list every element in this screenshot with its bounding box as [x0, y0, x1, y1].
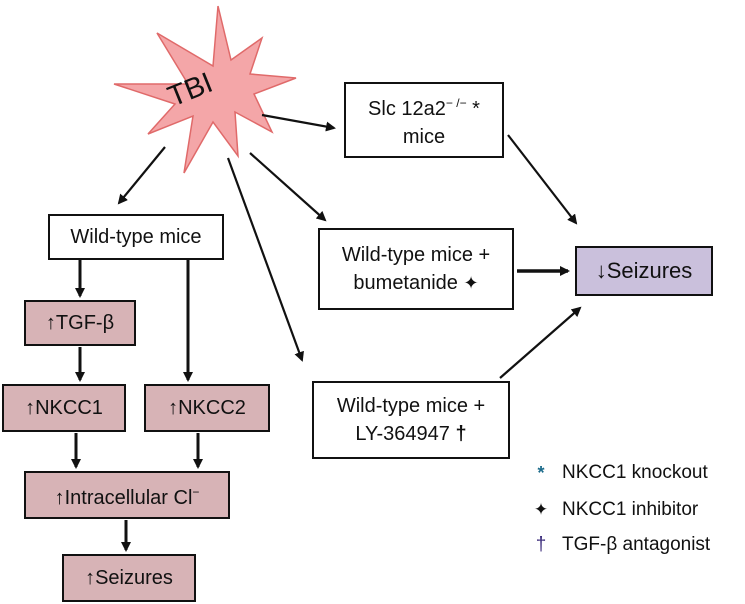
intracellular-line: ↑Intracellular Cl−	[55, 478, 200, 512]
wild-type-ly364947-box: Wild-type mice + LY-364947 †	[312, 381, 510, 459]
decreased-seizures-box: ↓Seizures	[575, 246, 713, 296]
wt-bum-line-1: Wild-type mice +	[341, 244, 491, 266]
four-point-star-icon: ✦	[463, 273, 479, 293]
slc-line-2: mice	[402, 126, 446, 148]
tbi-burst-star	[113, 5, 297, 174]
tgf-beta-label: ↑TGF-β	[45, 312, 115, 334]
increased-seizures-box: ↑Seizures	[62, 554, 196, 602]
slc-superscript: − /−	[445, 96, 467, 110]
intracellular-chloride-box: ↑Intracellular Cl−	[24, 471, 230, 519]
nkcc1-label: ↑NKCC1	[25, 397, 103, 419]
legend-label: TGF-β antagonist	[562, 534, 711, 555]
slc-gene-name: Slc 12a2	[368, 98, 446, 120]
wt-bum-line-2: bumetanide ✦	[353, 269, 478, 297]
asterisk-icon: *	[472, 98, 480, 120]
increased-seizures-label: ↑Seizures	[85, 567, 173, 589]
arrow-ly-to-seizures	[499, 306, 582, 379]
legend-label: NKCC1 knockout	[562, 462, 708, 483]
wt-ly-line-1: Wild-type mice +	[336, 395, 486, 417]
wild-type-mice-box: Wild-type mice	[48, 214, 224, 260]
arrow-tbi-to-wt-ly	[226, 157, 304, 362]
legend-item-inhibitor: ✦ NKCC1 inhibitor	[530, 497, 698, 523]
wild-type-bumetanide-box: Wild-type mice + bumetanide ✦	[318, 228, 514, 310]
arrow-tbi-to-wt-bum	[249, 152, 327, 222]
slc-line-1: Slc 12a2− /− *	[368, 89, 480, 123]
dagger-icon: †	[455, 423, 467, 445]
arrow-tbi-to-slc	[261, 113, 336, 132]
chloride-charge: −	[192, 485, 200, 499]
intracellular-label: ↑Intracellular Cl	[54, 487, 193, 509]
legend-item-antagonist: † TGF-β antagonist	[530, 532, 711, 558]
asterisk-icon: *	[537, 462, 545, 483]
wt-ly-line-2: LY-364947 †	[355, 420, 466, 448]
arrow-slc-to-seizures	[507, 134, 578, 225]
nkcc2-box: ↑NKCC2	[144, 384, 270, 432]
dagger-icon: †	[535, 534, 547, 555]
legend-item-knockout: * NKCC1 knockout	[530, 460, 708, 486]
slc12a2-knockout-box: Slc 12a2− /− * mice	[344, 82, 504, 158]
four-point-star-icon: ✦	[533, 500, 549, 519]
decreased-seizures-label: ↓Seizures	[595, 258, 693, 283]
ly364947-label: LY-364947	[355, 423, 450, 445]
arrow-tbi-to-wt-left	[117, 146, 166, 205]
wild-type-label: Wild-type mice	[70, 226, 202, 248]
legend-label: NKCC1 inhibitor	[562, 499, 699, 520]
bumetanide-label: bumetanide	[353, 272, 458, 294]
nkcc1-box: ↑NKCC1	[2, 384, 126, 432]
tgf-beta-box: ↑TGF-β	[24, 300, 136, 346]
nkcc2-label: ↑NKCC2	[168, 397, 246, 419]
